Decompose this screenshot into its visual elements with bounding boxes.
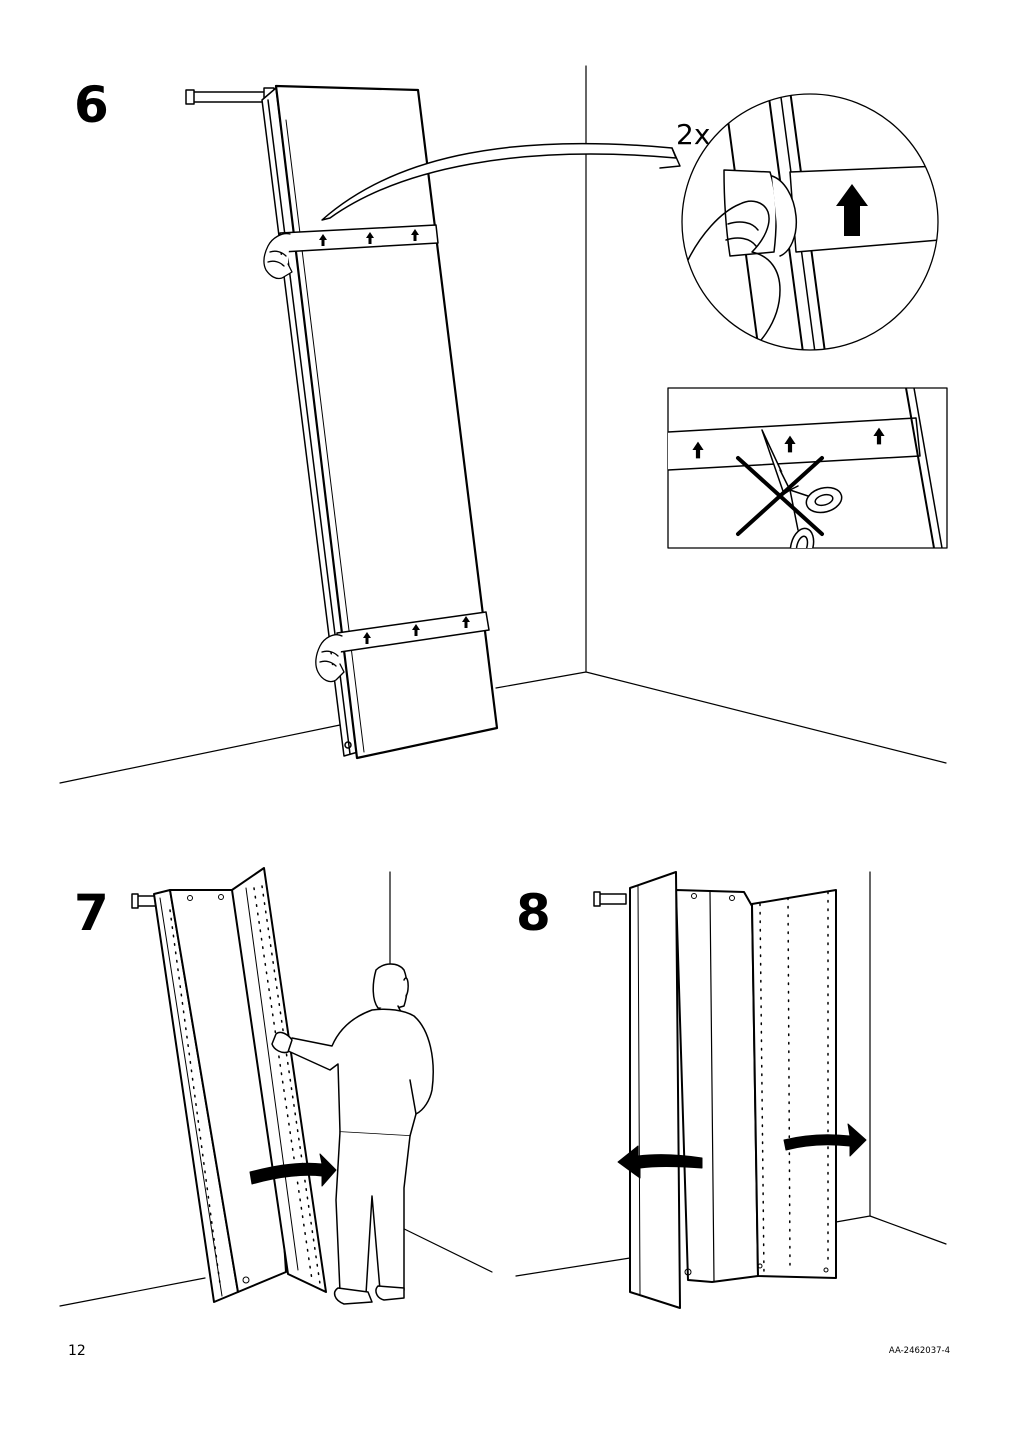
detail-no-scissors	[667, 387, 948, 549]
step-6-quantity-label: 2x	[676, 118, 711, 151]
swing-arrow-icon	[249, 1153, 337, 1187]
person-figure	[271, 963, 434, 1305]
wall-rail	[593, 891, 627, 907]
hand-bottom	[315, 634, 345, 683]
door-panel	[274, 84, 499, 760]
step-6-illustration	[59, 65, 948, 784]
swinging-panel	[231, 867, 327, 1293]
detail-peel-strip	[682, 94, 938, 350]
page-number: 12	[68, 1343, 86, 1359]
room-corner	[59, 65, 947, 784]
room-corner	[515, 871, 947, 1277]
back-panel	[675, 889, 759, 1283]
left-door-panel	[629, 871, 681, 1309]
step-6-number: 6	[74, 76, 109, 134]
step-8-illustration	[515, 871, 947, 1309]
wall-rail	[185, 87, 275, 105]
document-code: AA-2462037-4	[888, 1346, 950, 1356]
right-side-panel	[751, 889, 837, 1279]
swing-right-arrow-icon	[783, 1123, 867, 1157]
scissors-icon	[761, 429, 843, 548]
hand-top	[263, 232, 293, 280]
step-7-number: 7	[74, 884, 109, 942]
step-8-number: 8	[516, 884, 551, 942]
step-7-illustration	[59, 867, 493, 1307]
swing-left-arrow-icon	[617, 1145, 703, 1179]
